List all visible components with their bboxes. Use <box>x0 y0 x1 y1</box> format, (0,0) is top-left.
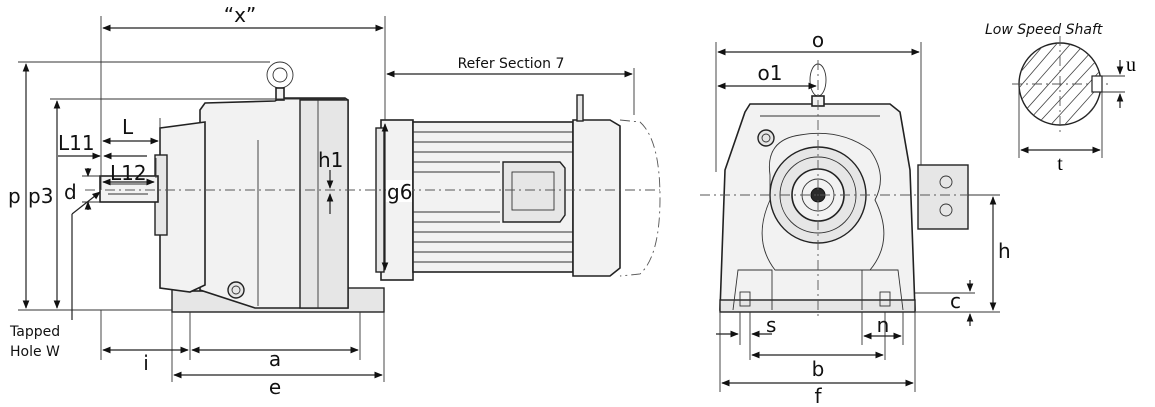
dim-i-label: i <box>143 351 149 375</box>
oil-plug <box>757 129 775 147</box>
front-boss <box>761 132 885 271</box>
refer-section-label: Refer Section 7 <box>458 56 565 72</box>
dim-p-label: p <box>8 184 21 208</box>
foot-bolt <box>227 281 245 299</box>
terminal-box <box>502 161 566 223</box>
dim-c-label: c <box>950 289 961 313</box>
fan-cover-outline <box>619 119 661 277</box>
dim-t-label: t <box>1057 153 1063 175</box>
dim-d-label: d <box>64 180 77 204</box>
dim-h-label: h <box>998 239 1011 263</box>
dim-o1-label: o1 <box>758 61 783 85</box>
dim-g6-label: g6 <box>387 180 412 204</box>
keyway <box>1091 75 1103 93</box>
tapped-hole-label-2: Hole W <box>10 344 60 360</box>
dim-n-label: n <box>877 313 890 337</box>
dim-f-label: f <box>814 384 822 407</box>
dim-L-label: L <box>122 115 134 139</box>
side-view-dimensions: “x” Refer Section 7 p p3 L L11 L12 d <box>8 3 635 399</box>
front-view <box>700 60 975 320</box>
dim-L12-label: L12 <box>110 161 147 185</box>
low-speed-shaft-title: Low Speed Shaft <box>985 22 1103 38</box>
tapped-hole-label-1: Tapped <box>9 324 60 340</box>
dim-p3-label: p3 <box>28 184 53 208</box>
dim-s-label: s <box>766 313 776 337</box>
low-speed-shaft-detail: Low Speed Shaft u t <box>985 22 1136 175</box>
side-terminal-box <box>917 164 969 230</box>
side-view <box>85 61 661 313</box>
dim-x-label: “x” <box>224 3 257 27</box>
dim-a-label: a <box>269 347 281 371</box>
motor-end-cap <box>572 119 621 277</box>
flange-ring <box>299 99 349 309</box>
dim-o-label: o <box>812 28 824 52</box>
dim-u-label: u <box>1126 54 1136 76</box>
front-cover <box>159 121 206 293</box>
dim-b-label: b <box>812 357 825 381</box>
dim-L11-label: L11 <box>58 131 95 155</box>
dim-e-label: e <box>269 375 281 399</box>
front-foot <box>719 299 916 313</box>
cooling-fins <box>413 131 573 263</box>
dim-h1-label: h1 <box>318 148 343 172</box>
lifting-eye <box>266 61 294 89</box>
front-view-dimensions: o o1 h c s n b f <box>715 28 1011 407</box>
